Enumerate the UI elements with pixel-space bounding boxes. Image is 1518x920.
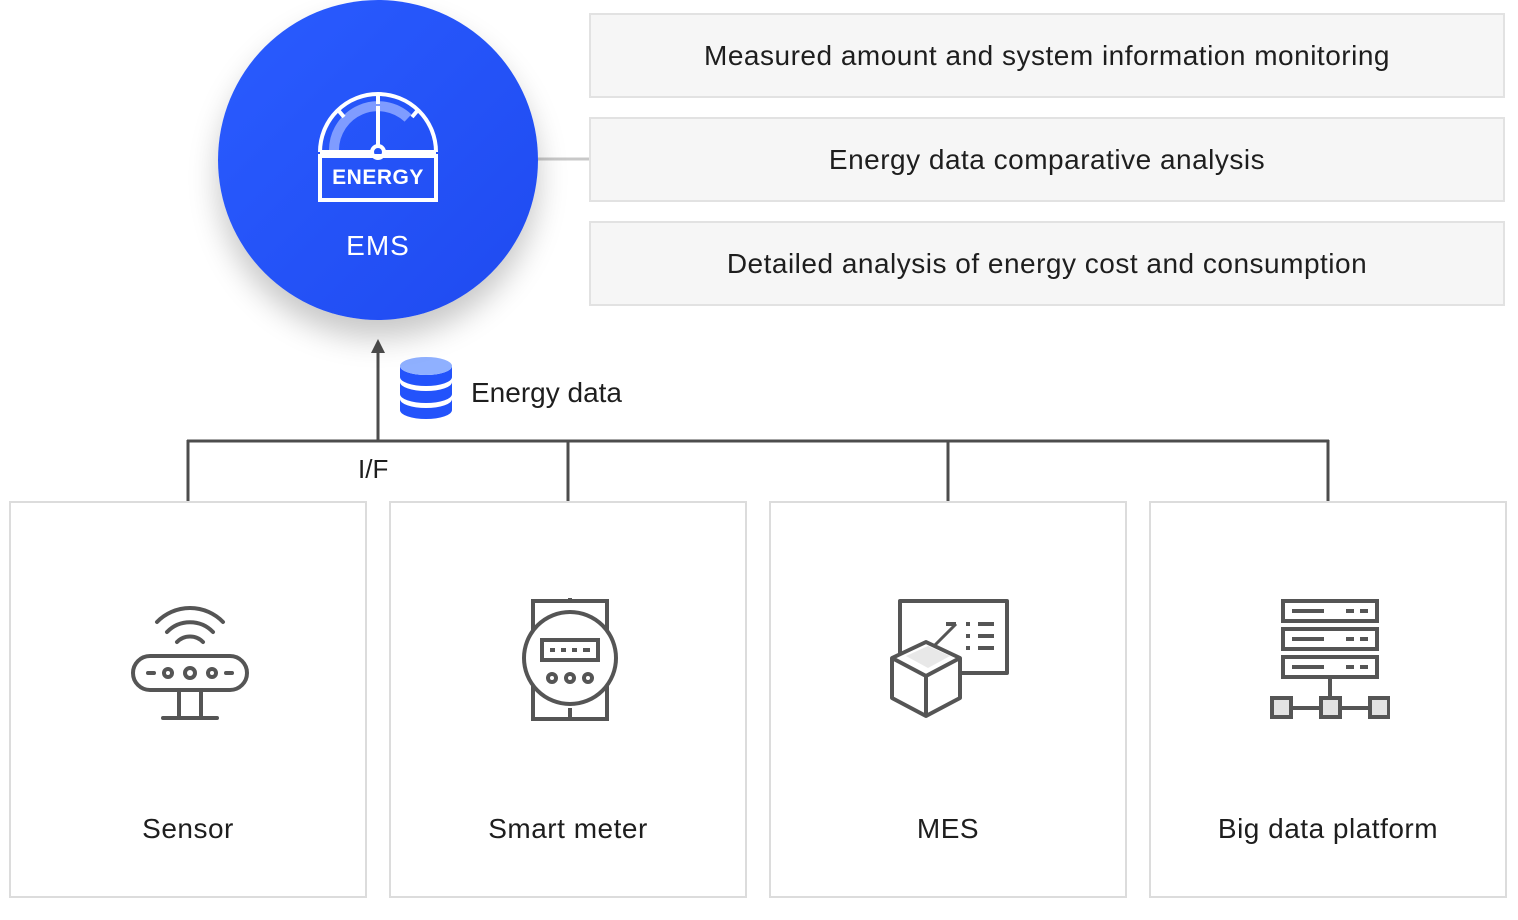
electric-meter-icon <box>522 598 618 721</box>
source-big-data: Big data platform <box>1149 501 1507 898</box>
feature-comparative-analysis: Energy data comparative analysis <box>589 117 1505 202</box>
energy-badge-label: ENERGY <box>332 166 424 189</box>
energy-data-label: Energy data <box>471 377 622 408</box>
energy-gauge-icon <box>318 92 438 202</box>
server-network-icon <box>1270 599 1390 719</box>
wifi-router-icon <box>131 606 249 720</box>
data-flow-arrowhead <box>371 339 385 353</box>
feature-monitoring: Measured amount and system information m… <box>589 13 1505 98</box>
feature-cost-analysis: Detailed analysis of energy cost and con… <box>589 221 1505 306</box>
source-label: MES <box>916 813 980 844</box>
source-label: Big data platform <box>1217 813 1439 844</box>
source-label: Sensor <box>142 813 234 844</box>
ems-label: EMS <box>346 230 410 261</box>
database-icon <box>400 357 452 419</box>
source-sensor: Sensor <box>9 501 367 898</box>
source-mes: MES <box>769 501 1127 898</box>
interface-label: I/F <box>358 454 389 484</box>
feature-label: Detailed analysis of energy cost and con… <box>726 247 1368 279</box>
package-checklist-icon <box>890 599 1009 718</box>
source-label: Smart meter <box>488 813 648 844</box>
feature-label: Energy data comparative analysis <box>828 143 1266 175</box>
source-smart-meter: Smart meter <box>389 501 747 898</box>
feature-label: Measured amount and system information m… <box>704 39 1390 71</box>
